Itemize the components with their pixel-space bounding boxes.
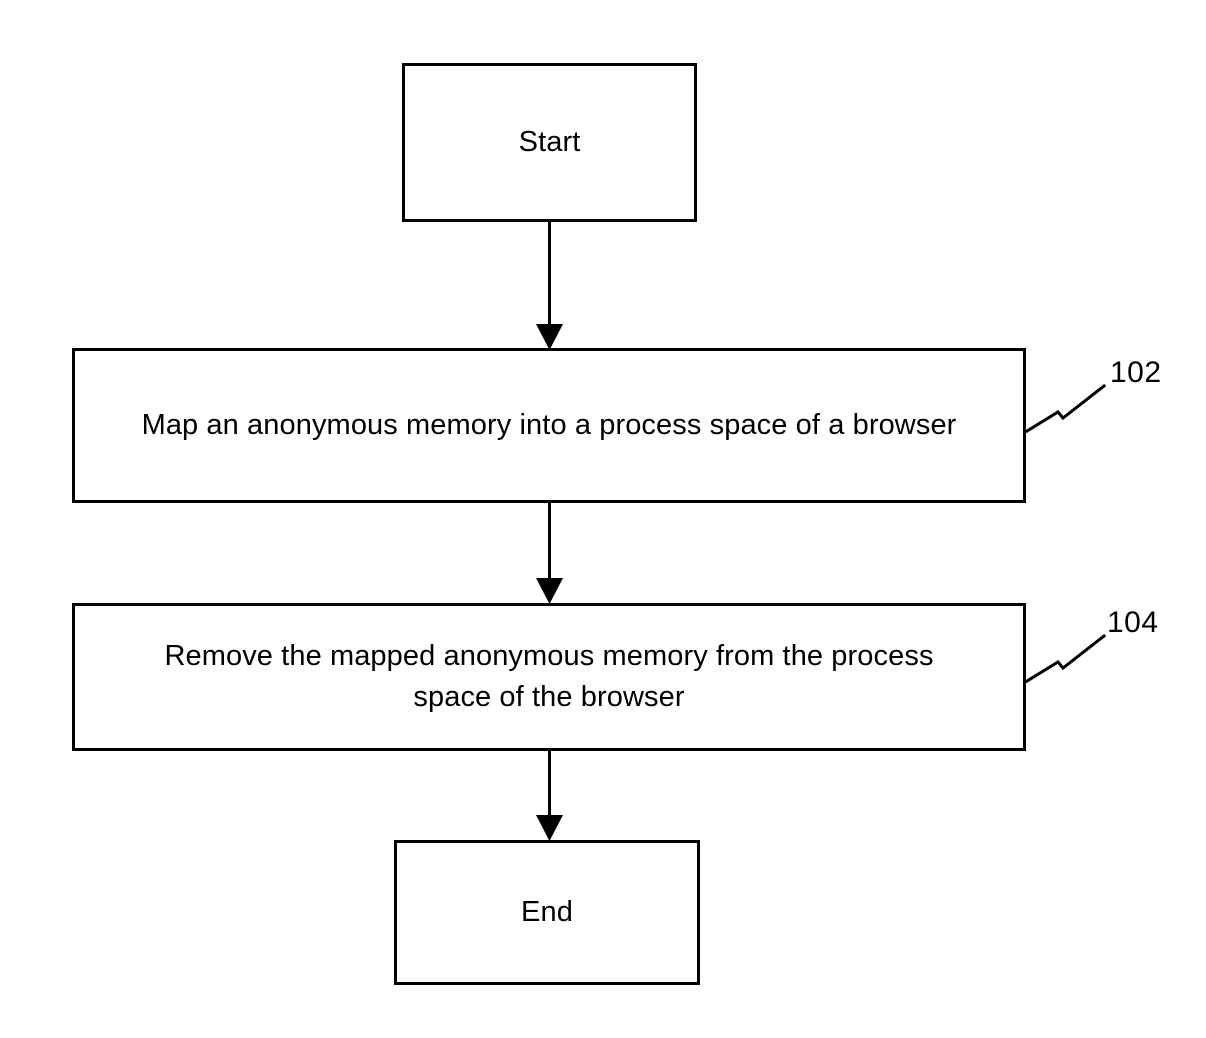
reference-number-102: 102 — [1110, 356, 1162, 389]
connector-104-to-end — [536, 751, 563, 841]
flow-node-step-104-label: Remove the mapped anonymous memory from … — [164, 639, 934, 713]
leader-line-104 — [1024, 633, 1107, 684]
flow-node-start-label: Start — [518, 125, 581, 158]
flow-node-end-label: End — [521, 895, 573, 928]
connector-start-to-102 — [536, 222, 563, 350]
flow-node-step-102-label: Map an anonymous memory into a process s… — [141, 408, 957, 441]
flow-node-step-102[interactable]: Map an anonymous memory into a process s… — [72, 348, 1026, 503]
flow-node-end[interactable]: End — [394, 840, 700, 985]
flow-node-step-104[interactable]: Remove the mapped anonymous memory from … — [72, 603, 1026, 751]
reference-number-104: 104 — [1107, 606, 1159, 639]
connector-102-to-104 — [536, 503, 563, 604]
leader-line-102 — [1024, 383, 1107, 434]
flow-node-start[interactable]: Start — [402, 63, 697, 222]
